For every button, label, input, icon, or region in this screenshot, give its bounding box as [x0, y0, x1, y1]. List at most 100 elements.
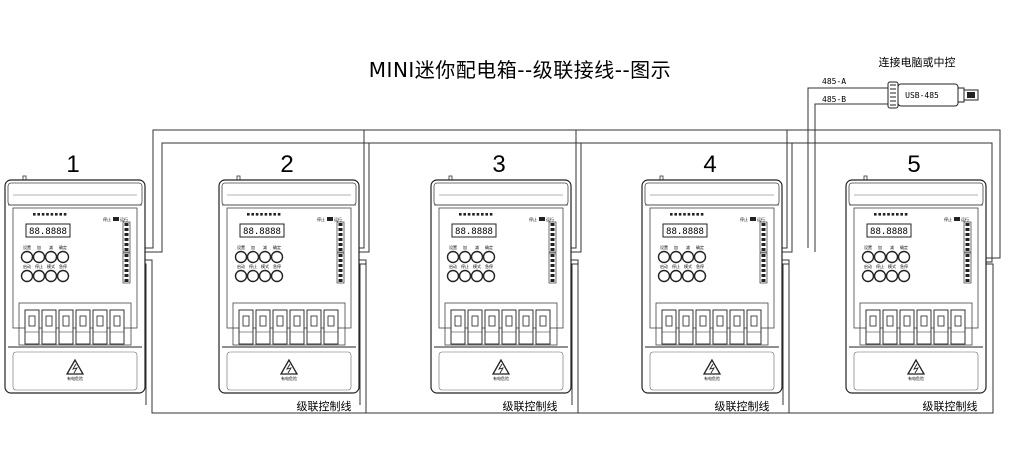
distribution-box-3: 3停止运行88.8888设置加减确定启动停止模式急停有电危险: [430, 151, 572, 394]
button-caption: 停止: [876, 263, 884, 269]
warning-caption: 有电危险: [281, 375, 297, 381]
indicator-led: [900, 213, 903, 216]
panel-button: [246, 250, 260, 264]
button-caption: 启动: [660, 263, 668, 269]
terminal-pin: [124, 269, 129, 272]
circuit-breaker: [882, 309, 898, 345]
terminal-pin: [965, 243, 970, 246]
circuit-breaker: [865, 309, 881, 345]
breaker-switch: [28, 315, 36, 327]
circuit-breaker: [24, 309, 40, 345]
terminal-pin: [965, 259, 970, 262]
panel-button: [482, 269, 496, 283]
indicator-led: [472, 213, 475, 216]
button-caption: 停止: [672, 263, 680, 269]
terminal-pin: [124, 228, 129, 231]
terminal-pin: [124, 248, 129, 251]
warning-icon: [279, 358, 299, 375]
warning-icon: [491, 358, 511, 375]
lower-cover: [12, 351, 138, 391]
warning-caption: 有电危险: [493, 375, 509, 381]
panel-button: [669, 250, 683, 264]
terminal-block: [963, 252, 972, 284]
indicator-led: [674, 213, 677, 216]
status-left: 停止: [740, 216, 748, 222]
indicator-led: [874, 213, 877, 216]
panel-button: [873, 269, 887, 283]
terminal-pin: [965, 223, 970, 226]
panel-button: [861, 250, 875, 264]
indicator-led: [467, 213, 471, 216]
cascade-label: 级联控制线: [297, 399, 352, 413]
status-toggle: [539, 217, 545, 221]
panel-button: [482, 250, 496, 264]
terminal-pin: [965, 274, 970, 277]
terminal-pin: [124, 238, 129, 241]
circuit-breaker: [712, 309, 728, 345]
terminal-pin: [965, 279, 970, 282]
usb-485-adapter: 连接电脑或中控 USB-485 485-A 485-B: [822, 55, 979, 109]
circuit-breaker: [41, 309, 57, 345]
indicator-led: [50, 213, 54, 216]
terminal-pin: [965, 233, 970, 236]
box-number: 4: [703, 151, 716, 178]
control-panel: [649, 207, 775, 329]
button-caption: 启动: [864, 263, 872, 269]
indicator-led: [692, 213, 695, 216]
terminal-pin: [761, 248, 766, 251]
terminal-pin: [338, 238, 343, 241]
box-number: 3: [492, 151, 505, 178]
terminal-pin: [965, 264, 970, 267]
warning-caption: 有电危险: [704, 375, 720, 381]
breaker-switch: [471, 315, 479, 327]
indicator-led: [683, 213, 686, 216]
cascade-line: [767, 259, 994, 414]
indicator-led: [33, 213, 36, 216]
panel-button: [897, 250, 911, 264]
panel-button: [681, 269, 695, 283]
breaker-switch: [293, 315, 301, 327]
breaker-switch: [682, 315, 690, 327]
terminal-pin: [761, 233, 766, 236]
panel-button: [270, 269, 284, 283]
terminal-block: [548, 252, 557, 284]
indicator-led: [59, 213, 62, 216]
button-caption: 设置: [660, 244, 668, 250]
indicator-led: [260, 213, 263, 216]
button-caption: 设置: [23, 244, 31, 250]
breaker-switch: [716, 315, 724, 327]
breaker-switch: [62, 315, 70, 327]
button-caption: 加: [251, 244, 255, 250]
indicator-led: [264, 213, 268, 216]
panel-button: [458, 250, 472, 264]
indicator-led: [904, 213, 908, 216]
button-caption: 停止: [249, 263, 257, 269]
button-caption: 停止: [35, 263, 43, 269]
terminal-pin: [338, 248, 343, 251]
button-caption: 模式: [684, 263, 692, 269]
button-caption: 急停: [900, 263, 908, 269]
terminal-pin: [550, 243, 555, 246]
terminal-block: [122, 221, 131, 253]
button-caption: 加: [674, 244, 678, 250]
circuit-breaker: [695, 309, 711, 345]
lcd-readout: 88.8888: [29, 227, 67, 237]
button-caption: 减: [475, 244, 479, 250]
button-caption: 急停: [59, 263, 67, 269]
indicator-led: [670, 213, 673, 216]
panel-button: [470, 269, 484, 283]
warning-icon: [702, 358, 722, 375]
panel-button: [258, 269, 272, 283]
indicator-led: [891, 213, 895, 216]
lcd-readout: 88.8888: [243, 227, 281, 237]
terminal-block: [759, 252, 768, 284]
distribution-box-1: 1停止运行88.8888设置加减确定启动停止模式急停有电危险: [4, 151, 146, 394]
breaker-switch: [750, 315, 758, 327]
breaker-switch: [733, 315, 741, 327]
lcd-readout: 88.8888: [455, 227, 493, 237]
lcd-display: [451, 223, 497, 238]
button-caption: 模式: [473, 263, 481, 269]
panel-button: [32, 269, 46, 283]
breaker-switch: [276, 315, 284, 327]
